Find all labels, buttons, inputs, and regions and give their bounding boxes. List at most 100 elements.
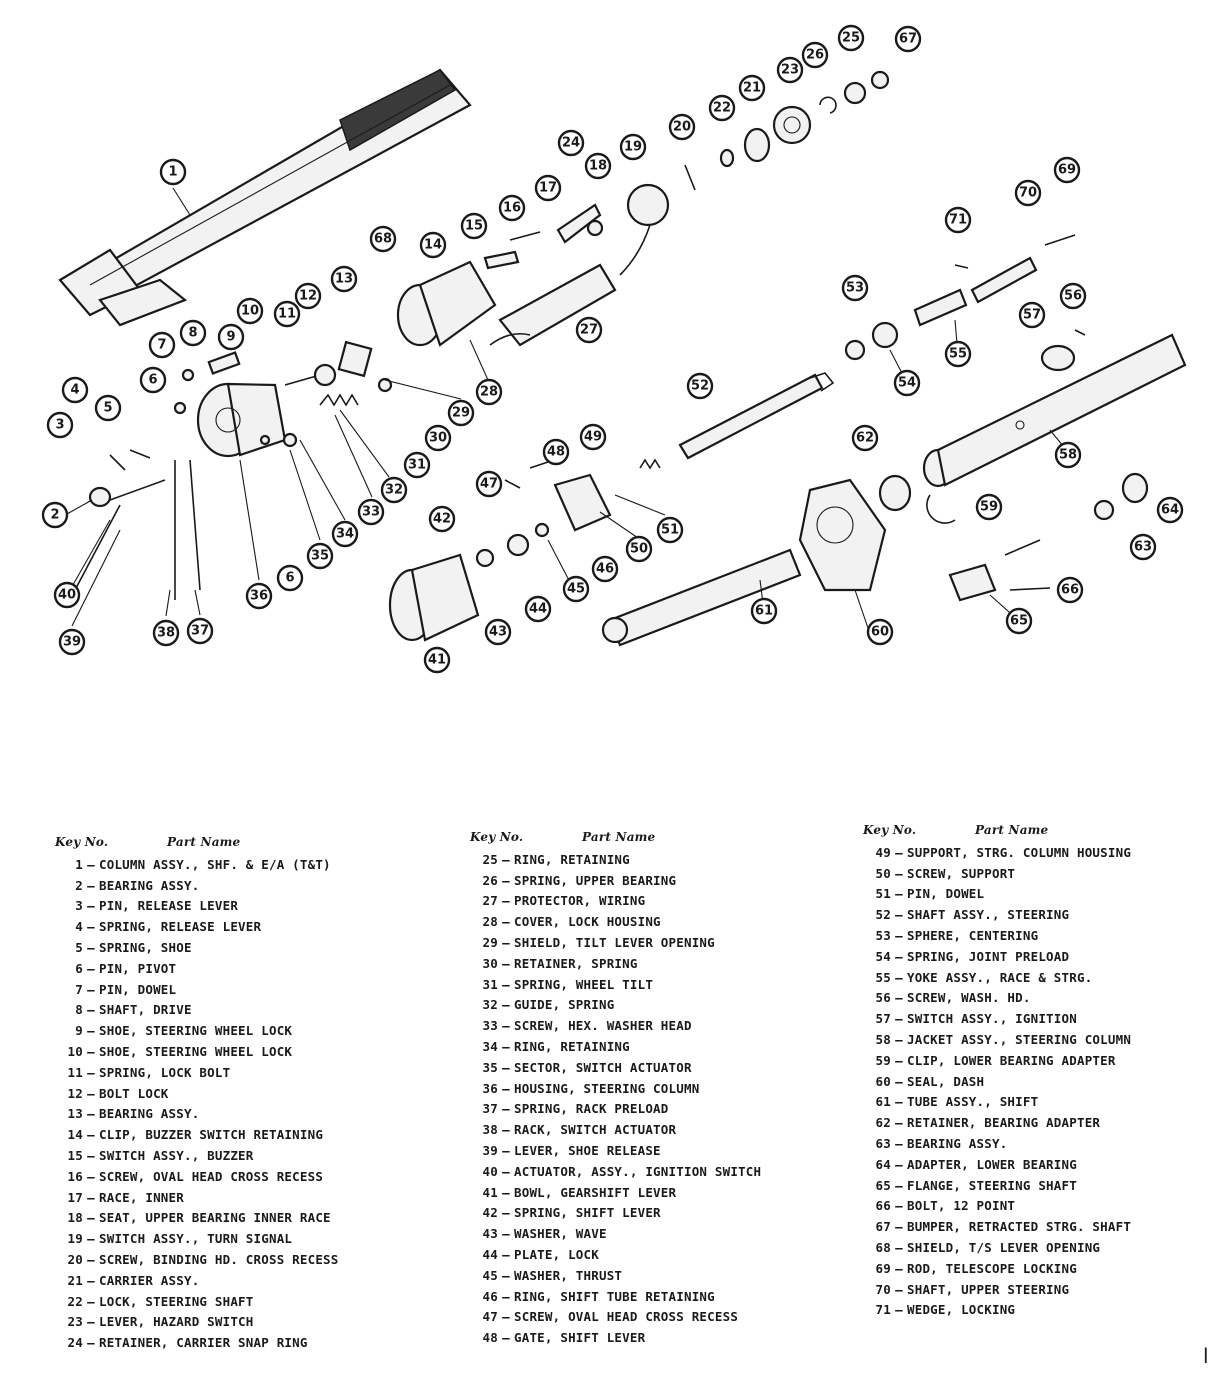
legend-part-name: RETAINER, SPRING [514,955,638,971]
legend-part-name: SPRING, SHIFT LEVER [514,1205,661,1221]
legend-part-name: ADAPTER, LOWER BEARING [907,1156,1077,1172]
callout-number: 32 [385,483,403,498]
legend-key-number: 63 [875,1135,891,1151]
legend-row: 30—RETAINER, SPRING [470,954,761,975]
legend-dash: — [87,1251,95,1267]
callout-number: 20 [673,120,691,135]
legend-row: 29—SHIELD, TILT LEVER OPENING [470,933,761,954]
legend-row: 9—SHOE, STEERING WHEEL LOCK [55,1021,339,1042]
legend-part-name: RING, RETAINING [514,1038,630,1054]
legend-row: 45—WASHER, THRUST [470,1266,761,1287]
legend-row: 37—SPRING, RACK PRELOAD [470,1099,761,1120]
legend-dash: — [895,990,903,1006]
callout-circle [1053,156,1081,184]
legend-part-name: CLIP, BUZZER SWITCH RETAINING [99,1127,324,1143]
legend-part-name: ROD, TELESCOPE LOCKING [907,1260,1077,1276]
callout-33: 33 [357,498,385,526]
callout-18: 18 [584,152,612,180]
legend-key-number: 23 [67,1314,83,1330]
callout-number: 40 [58,588,76,603]
callout-circle [851,424,879,452]
legend-key-number: 36 [482,1080,498,1096]
callout-number: 70 [1019,186,1037,201]
callout-41: 41 [423,646,451,674]
legend-dash: — [87,919,95,935]
callout-58: 58 [1054,441,1082,469]
legend-row: 53—SPHERE, CENTERING [863,926,1131,947]
callout-number: 31 [408,458,426,473]
legend-row: 49—SUPPORT, STRG. COLUMN HOUSING [863,843,1131,864]
legend-row: 15—SWITCH ASSY., BUZZER [55,1146,339,1167]
callout-circle [46,411,74,439]
callout-67: 67 [894,25,922,53]
legend-key-number: 64 [875,1156,891,1172]
callout-circle [419,231,447,259]
legend-dash: — [87,1189,95,1205]
legend-key-number: 2 [75,877,83,893]
legend-row: 46—RING, SHIFT TUBE RETAINING [470,1287,761,1308]
callout-circle [306,542,334,570]
legend-dash: — [502,914,510,930]
legend-part-name: WASHER, THRUST [514,1267,623,1283]
callout-12: 12 [294,282,322,310]
legend-part-name: CARRIER ASSY. [99,1272,200,1288]
callout-20: 20 [668,113,696,141]
callout-circle [41,501,69,529]
callout-circle [273,300,301,328]
callout-39: 39 [58,628,86,656]
legend-header: Key No. Part Name [470,827,761,848]
legend-row: 44—PLATE, LOCK [470,1245,761,1266]
legend-part-name: HOUSING, STEERING COLUMN [514,1080,700,1096]
legend-key-number: 71 [875,1302,891,1318]
callout-circle [866,618,894,646]
callout-number: 45 [567,582,585,597]
legend-row: 68—SHIELD, T/S LEVER OPENING [863,1238,1131,1259]
callout-42: 42 [428,505,456,533]
legend-key-number: 46 [482,1288,498,1304]
legend-part-name: SPRING, LOCK BOLT [99,1064,231,1080]
callout-47: 47 [475,470,503,498]
callout-circle [369,225,397,253]
legend-key-number: 44 [482,1246,498,1262]
legend-part-name: RACE, INNER [99,1189,184,1205]
callout-1: 1 [159,158,187,186]
callout-71: 71 [944,206,972,234]
legend-dash: — [895,1156,903,1172]
legend-part-name: RACK, SWITCH ACTUATOR [514,1122,677,1138]
callout-circle [380,476,408,504]
legend-row: 69—ROD, TELESCOPE LOCKING [863,1259,1131,1280]
callout-number: 38 [157,626,175,641]
legend-dash: — [895,1260,903,1276]
legend-row: 26—SPRING, UPPER BEARING [470,871,761,892]
legend-key-number: 33 [482,1018,498,1034]
legend-key-number: 3 [75,898,83,914]
legend-dash: — [87,960,95,976]
legend-row: 39—LEVER, SHOE RELEASE [470,1141,761,1162]
legend-part-name: SHIELD, TILT LEVER OPENING [514,934,715,950]
legend-header: Key No. Part Name [863,820,1131,841]
callout-9: 9 [217,323,245,351]
callout-number: 33 [362,505,380,520]
callout-circle [152,619,180,647]
legend-row: 47—SCREW, OVAL HEAD CROSS RECESS [470,1307,761,1328]
legend-row: 64—ADAPTER, LOWER BEARING [863,1155,1131,1176]
legend-dash: — [87,1002,95,1018]
callout-number: 68 [374,232,392,247]
legend-dash: — [87,1147,95,1163]
callout-circle [708,94,736,122]
callout-69: 69 [1053,156,1081,184]
callout-circle [1018,301,1046,329]
legend-part-name: RING, SHIFT TUBE RETAINING [514,1288,715,1304]
legend-part-name: SUPPORT, STRG. COLUMN HOUSING [907,844,1132,860]
legend-key-number: 37 [482,1101,498,1117]
legend-key-number: 5 [75,939,83,955]
legend-key-header: Key No. [55,835,109,849]
callout-7: 7 [148,331,176,359]
callout-circle [424,424,452,452]
callout-number: 47 [480,477,498,492]
legend-row: 70—SHAFT, UPPER STEERING [863,1280,1131,1301]
legend-key-number: 34 [482,1038,498,1054]
legend-row: 4—SPRING, RELEASE LEVER [55,917,339,938]
callout-23: 23 [776,56,804,84]
legend-key-number: 55 [875,969,891,985]
